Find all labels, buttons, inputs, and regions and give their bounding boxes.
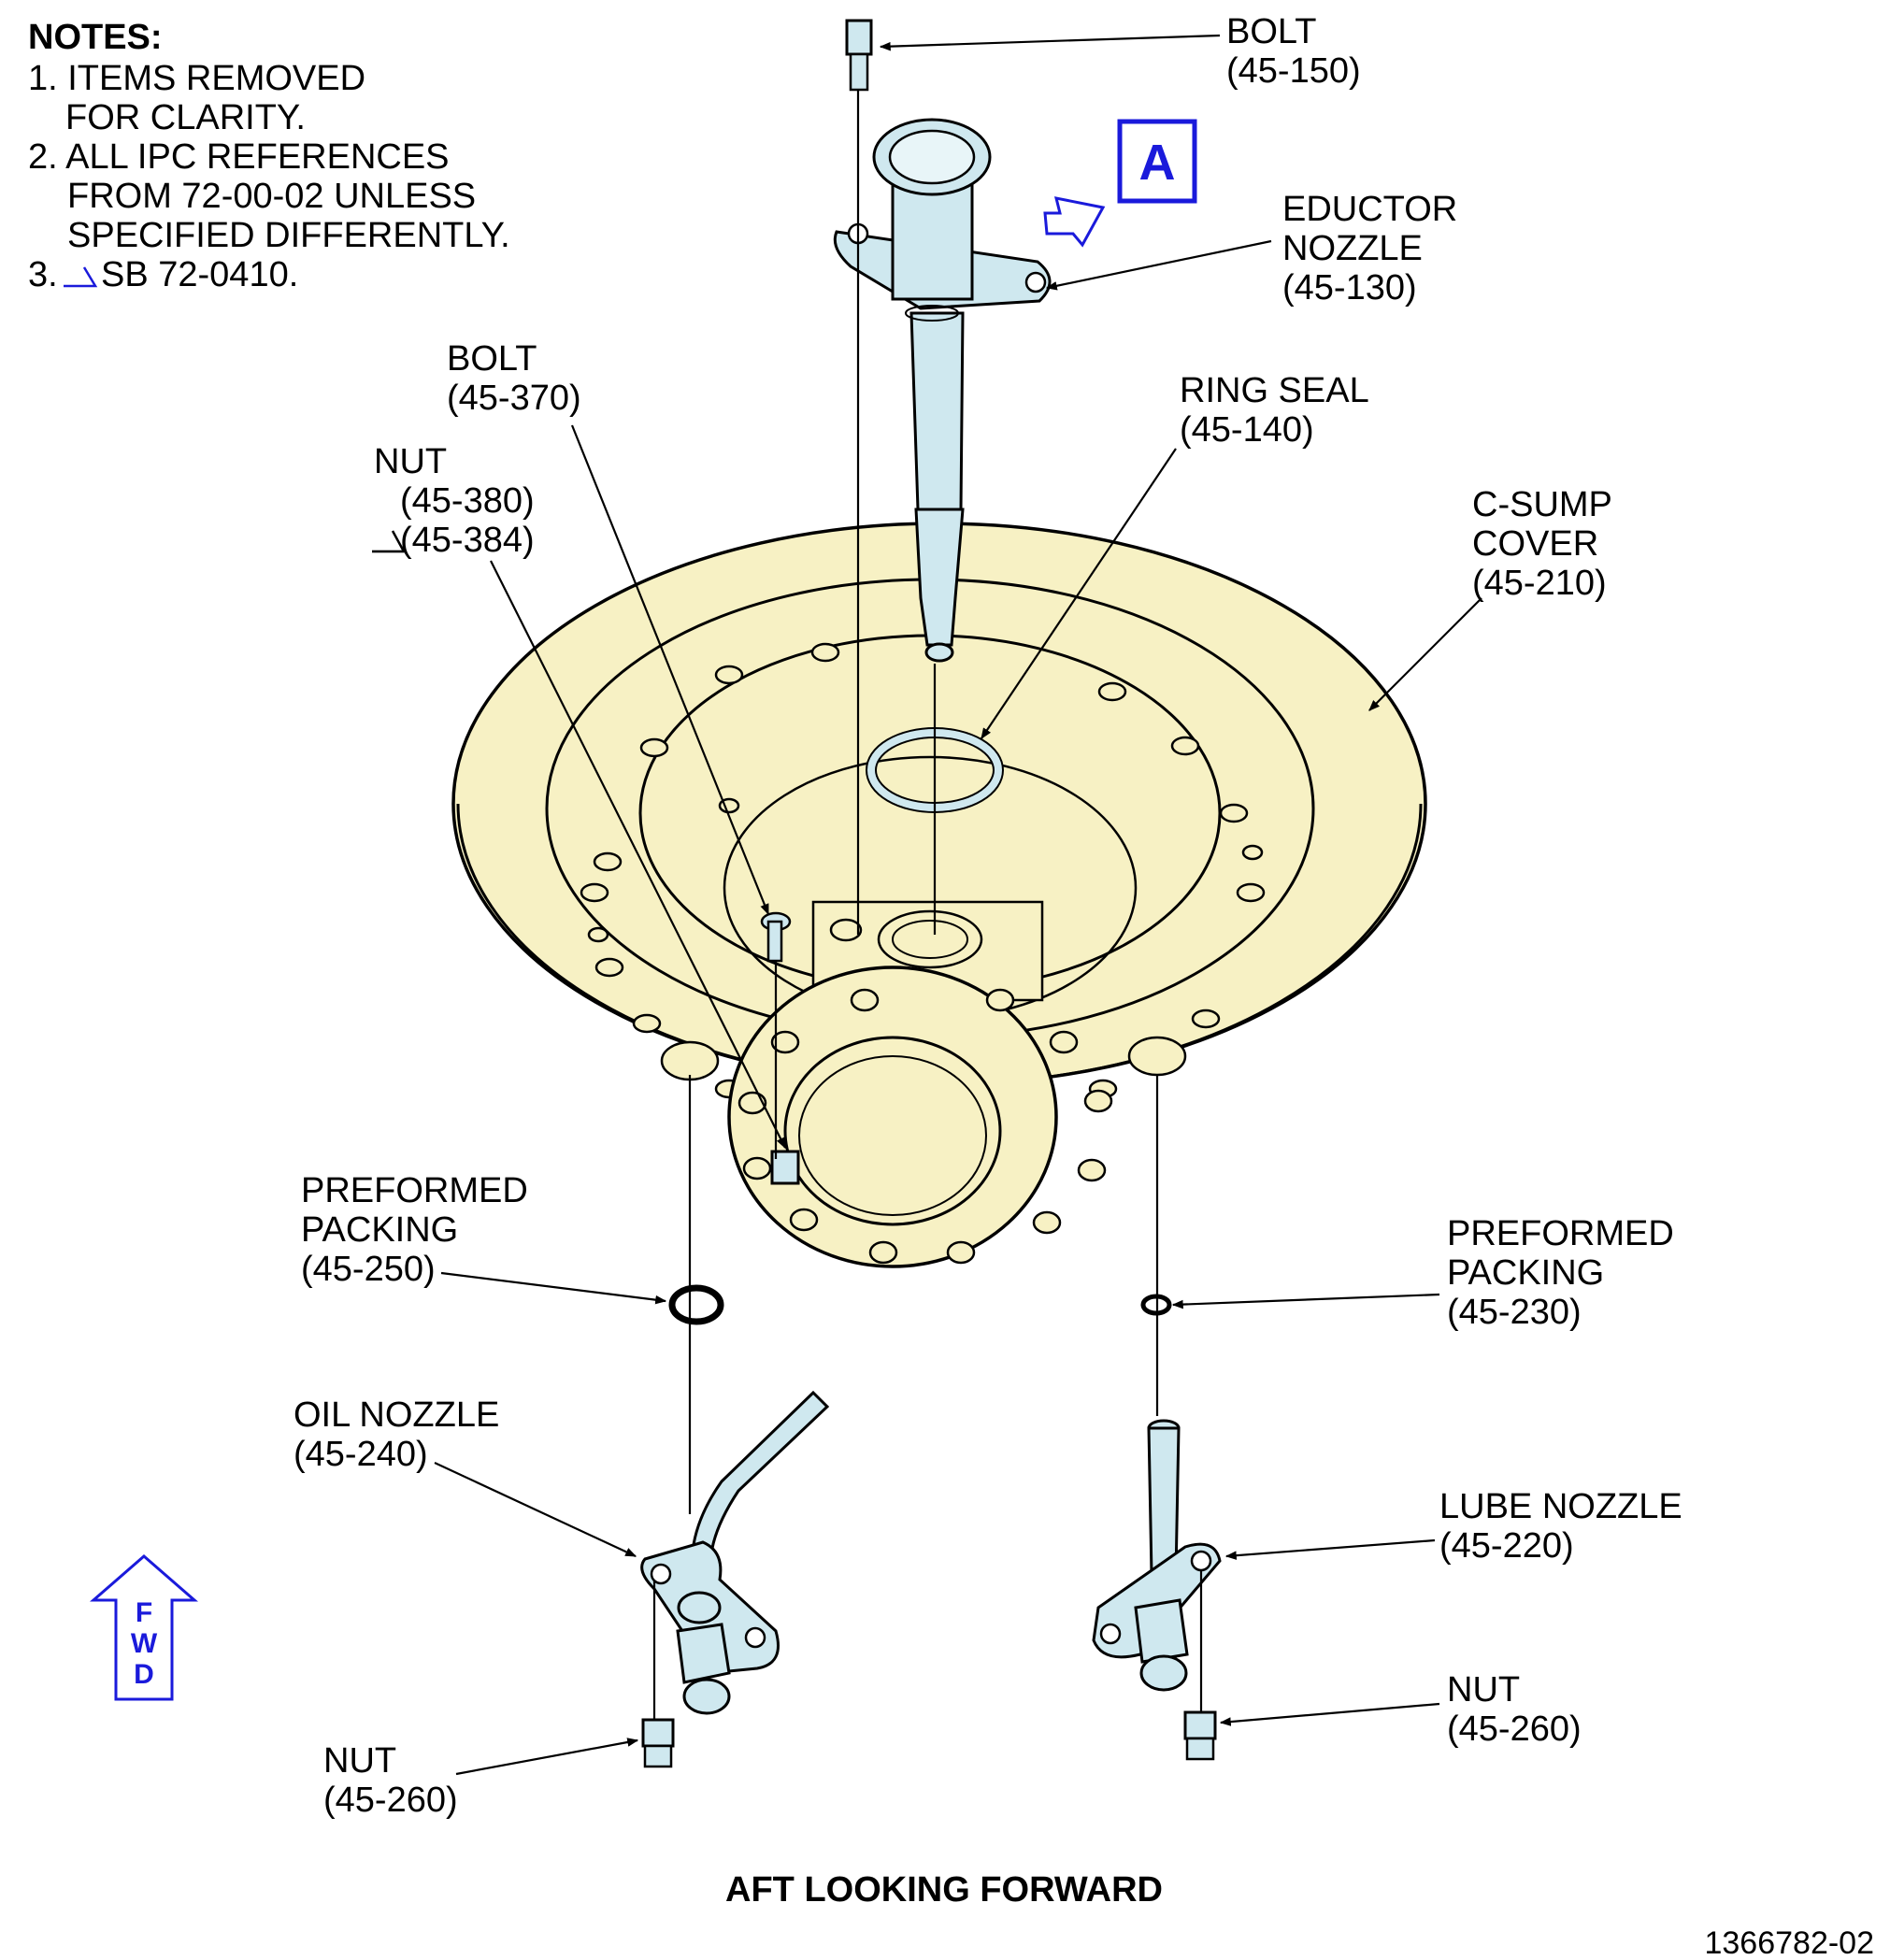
ref-nut-384: (45-384) (400, 521, 535, 560)
assembly-lines (652, 90, 1203, 1720)
callout-oil-nozzle: OIL NOZZLE (45-240) (294, 1395, 499, 1474)
callout-packing-45-230: PREFORMED PACKING (45-230) (1447, 1214, 1674, 1332)
ref-bolt-370: (45-370) (447, 379, 581, 418)
label-packing-250-1: PREFORMED (301, 1171, 528, 1210)
fwd-letter-d: D (134, 1659, 154, 1690)
label-nut-380: NUT (374, 442, 447, 481)
label-packing-230-1: PREFORMED (1447, 1214, 1674, 1253)
callout-nut-45-260-left: NUT (45-260) (323, 1741, 458, 1820)
ref-nut-260-right: (45-260) (1447, 1710, 1582, 1749)
label-bolt-370: BOLT (447, 339, 537, 379)
oil-nozzle-45-240 (640, 1390, 830, 1715)
fwd-letter-f: F (136, 1597, 152, 1628)
eductor-nozzle (833, 118, 1052, 663)
view-label: A (1139, 135, 1176, 191)
ref-csump: (45-210) (1472, 564, 1607, 603)
callout-bolt-45-370: BOLT (45-370) (447, 339, 581, 418)
ref-oil-nozzle: (45-240) (294, 1435, 428, 1474)
view-arrow-icon (1043, 196, 1106, 248)
callout-c-sump-cover: C-SUMP COVER (45-210) (1472, 485, 1612, 603)
note-3-text: SB 72-0410. (101, 255, 298, 294)
fwd-letter-w: W (131, 1628, 158, 1659)
nut-45-260-left (641, 1718, 675, 1768)
callout-packing-45-250: PREFORMED PACKING (45-250) (301, 1171, 528, 1289)
flange-bolt-holes (737, 988, 1113, 1265)
lube-nozzle-45-220 (1092, 1419, 1222, 1692)
ref-eductor: (45-130) (1282, 268, 1417, 308)
note-1b: FOR CLARITY. (65, 98, 306, 137)
view-caption: AFT LOOKING FORWARD (725, 1870, 1163, 1910)
callout-nut-45-260-right: NUT (45-260) (1447, 1670, 1582, 1749)
sb-flag-icon (64, 266, 98, 288)
label-eductor-2: NOZZLE (1282, 229, 1423, 268)
label-ring-seal: RING SEAL (1180, 371, 1369, 410)
callout-nut-45-380: NUT (45-380) (45-384) (372, 442, 535, 560)
label-oil-nozzle: OIL NOZZLE (294, 1395, 499, 1435)
sb-flag-icon (372, 530, 407, 553)
label-nut-260-right: NUT (1447, 1670, 1520, 1710)
label-csump-1: C-SUMP (1472, 485, 1612, 524)
note-2a: 2. ALL IPC REFERENCES (28, 137, 450, 177)
view-a-indicator: A (1043, 119, 1197, 248)
ref-lube-nozzle: (45-220) (1439, 1526, 1574, 1566)
label-bolt-150: BOLT (1226, 12, 1316, 51)
callout-lube-nozzle: LUBE NOZZLE (45-220) (1439, 1487, 1682, 1566)
callout-ring-seal: RING SEAL (45-140) (1180, 371, 1369, 450)
packing-45-250 (668, 1284, 724, 1325)
figure-id: 1366782-02 (1704, 1925, 1874, 1960)
label-lube-nozzle: LUBE NOZZLE (1439, 1487, 1682, 1526)
note-3: 3. (28, 255, 58, 294)
bolt-45-150 (845, 19, 873, 92)
callout-bolt-45-150: BOLT (45-150) (1226, 12, 1361, 91)
label-packing-250-2: PACKING (301, 1210, 458, 1250)
fwd-arrow: F W D (89, 1554, 199, 1701)
callout-eductor-nozzle: EDUCTOR NOZZLE (45-130) (1282, 190, 1457, 308)
note-2c: SPECIFIED DIFFERENTLY. (67, 216, 510, 255)
ref-packing-250: (45-250) (301, 1250, 436, 1289)
label-nut-260-left: NUT (323, 1741, 396, 1781)
nut-45-260-right (1183, 1710, 1217, 1761)
label-packing-230-2: PACKING (1447, 1253, 1604, 1293)
note-2b: FROM 72-00-02 UNLESS (67, 177, 476, 216)
ref-packing-230: (45-230) (1447, 1293, 1582, 1332)
label-eductor-1: EDUCTOR (1282, 190, 1457, 229)
ref-ring-seal: (45-140) (1180, 410, 1314, 450)
label-csump-2: COVER (1472, 524, 1598, 564)
ref-nut-380: (45-380) (400, 481, 535, 521)
notes-heading: NOTES: (28, 18, 163, 57)
ref-nut-260-left: (45-260) (323, 1781, 458, 1820)
ref-bolt-150: (45-150) (1226, 51, 1361, 91)
notes-block: NOTES: 1. ITEMS REMOVED FOR CLARITY. 2. … (28, 18, 510, 294)
note-1a: 1. ITEMS REMOVED (28, 59, 365, 98)
leader-lines (372, 34, 1482, 1776)
bolt-45-370 (760, 911, 792, 963)
